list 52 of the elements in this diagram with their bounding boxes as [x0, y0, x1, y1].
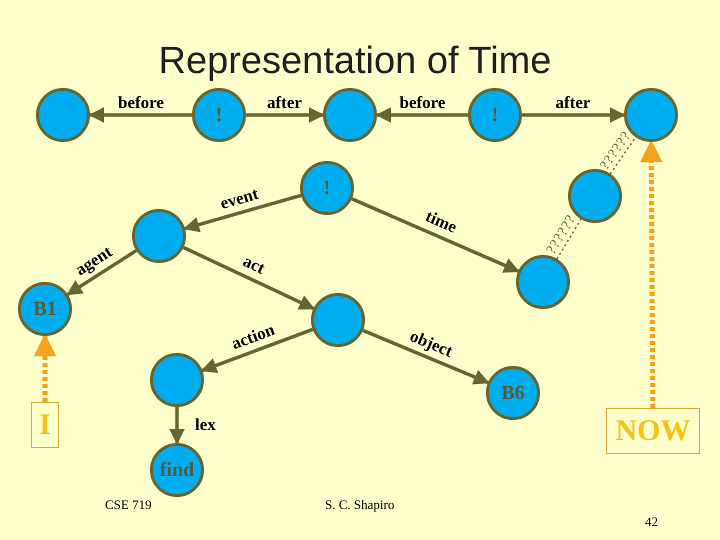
network-node-circle — [323, 88, 377, 142]
network-node-circle — [36, 88, 90, 142]
network-node-circle — [311, 293, 365, 347]
node-label: I — [39, 408, 51, 442]
arc-arrow — [183, 194, 302, 232]
footer-text: S. C. Shapiro — [325, 497, 394, 513]
edge-label: agent — [72, 242, 116, 280]
arc-arrow — [182, 246, 315, 310]
edge-label: act — [240, 252, 268, 279]
constant-box — [31, 402, 59, 448]
network-node-circle — [150, 443, 204, 497]
edge-label: event — [218, 184, 260, 214]
node-label: ! — [216, 104, 222, 126]
page-number: 42 — [645, 514, 658, 530]
edge-label: after — [556, 93, 590, 113]
node-label: NOW — [616, 414, 690, 448]
network-node-circle — [132, 209, 186, 263]
network-node-circle — [150, 353, 204, 407]
network-node-circle — [300, 161, 354, 215]
dashed-arrow — [640, 140, 663, 408]
slide-title: Representation of Time — [158, 40, 552, 83]
edge-label: before — [118, 93, 164, 113]
dashed-arrow — [34, 334, 56, 402]
edge-label: time — [422, 206, 460, 238]
node-label: B1 — [33, 298, 57, 320]
arc-arrow — [200, 328, 314, 373]
edge-label: lex — [195, 415, 216, 435]
arc-arrow — [375, 107, 468, 123]
network-node-circle — [516, 255, 570, 309]
arc-arrow — [351, 197, 520, 273]
dotted-link-line — [556, 218, 582, 260]
edge-label: action — [228, 320, 278, 354]
network-node-circle — [468, 88, 522, 142]
network-node-circle — [192, 88, 246, 142]
network-node-circle — [486, 366, 540, 420]
arc-arrow — [88, 107, 192, 123]
arc-arrow — [522, 107, 626, 123]
arc-arrow — [169, 407, 185, 445]
footer-text: CSE 719 — [105, 497, 152, 513]
node-label: ! — [492, 104, 498, 126]
edge-label: object — [406, 326, 456, 362]
node-label: B6 — [501, 382, 525, 404]
node-label: find — [160, 458, 194, 482]
edge-label: before — [400, 93, 446, 113]
network-node-circle — [18, 282, 72, 336]
arc-arrow — [246, 107, 325, 123]
arc-arrow — [66, 249, 138, 296]
arc-arrow — [362, 328, 490, 384]
node-label: ! — [324, 176, 330, 200]
constant-box — [606, 408, 700, 454]
edge-label: after — [267, 93, 302, 113]
dotted-link-line — [610, 136, 636, 174]
